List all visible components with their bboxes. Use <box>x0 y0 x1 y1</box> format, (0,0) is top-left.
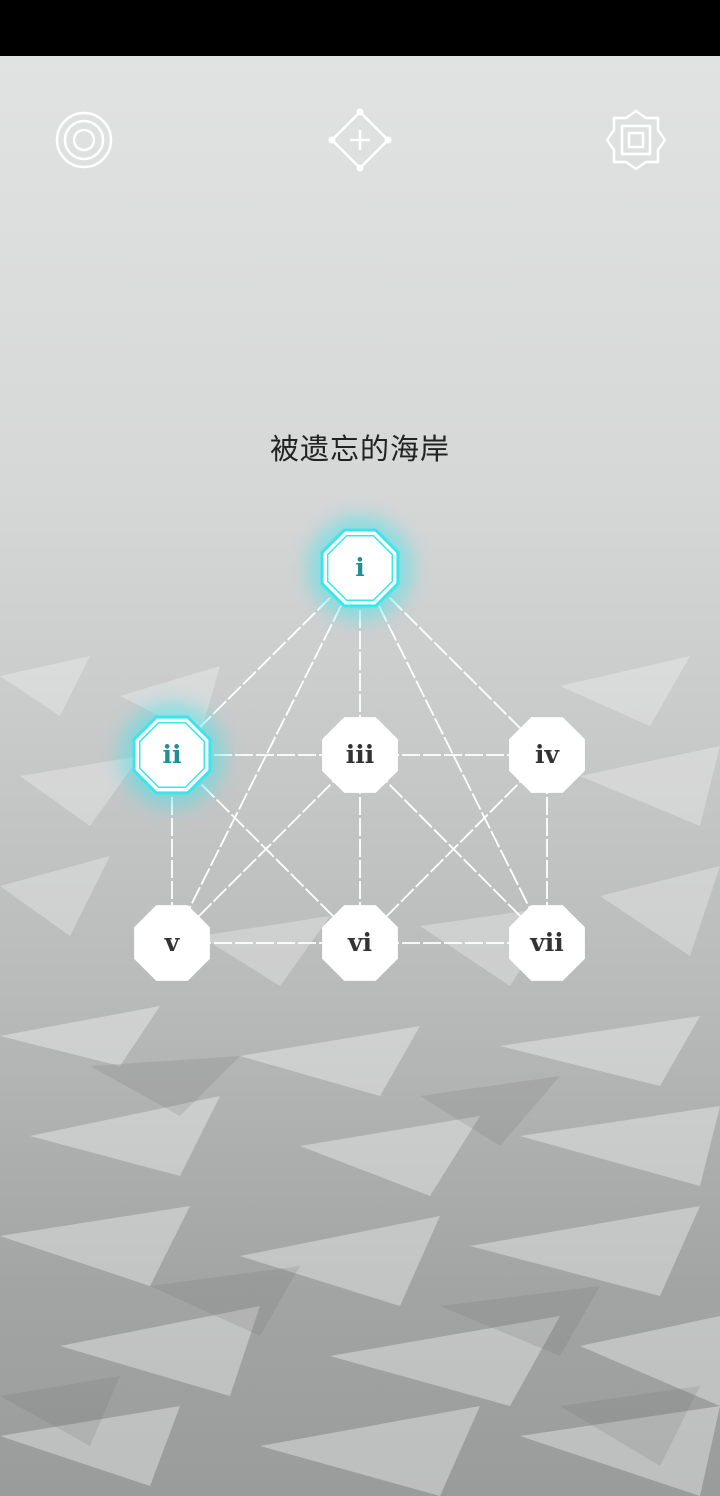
node-shape <box>509 905 585 981</box>
node-shape <box>134 905 210 981</box>
node-iv[interactable]: iv <box>509 717 585 793</box>
terrain-background <box>0 656 720 1496</box>
node-shape <box>322 717 398 793</box>
node-label: iv <box>535 740 560 769</box>
node-label: vi <box>347 928 372 957</box>
diamond-plus-icon <box>328 108 392 172</box>
ornate-square-button[interactable] <box>604 108 668 172</box>
node-label: iii <box>346 740 375 769</box>
node-label: vii <box>529 928 564 957</box>
node-v[interactable]: v <box>134 905 210 981</box>
node-i[interactable]: i <box>307 515 413 621</box>
status-bar <box>0 0 720 56</box>
node-inner-ring <box>138 721 206 789</box>
concentric-circles-button[interactable] <box>52 108 116 172</box>
node-shape <box>509 717 585 793</box>
edge-i-vii <box>359 567 548 944</box>
add-node-button[interactable] <box>328 108 392 172</box>
node-shape <box>132 715 212 795</box>
node-label: i <box>355 553 365 582</box>
node-shape <box>322 905 398 981</box>
edge-iv-vi <box>359 754 548 944</box>
node-vi[interactable]: vi <box>322 905 398 981</box>
node-ii[interactable]: ii <box>119 702 225 808</box>
node-label: ii <box>163 740 182 769</box>
node-shape <box>320 528 400 608</box>
node-vii[interactable]: vii <box>509 905 585 981</box>
level-title: 被遗忘的海岸 <box>269 432 450 466</box>
edge-iii-v <box>171 754 361 944</box>
node-label: v <box>164 928 181 957</box>
node-iii[interactable]: iii <box>322 717 398 793</box>
ornate-square-icon <box>605 109 667 171</box>
node-inner-ring <box>326 534 394 602</box>
concentric-circles-icon <box>55 111 113 169</box>
edge-i-v <box>171 567 361 944</box>
